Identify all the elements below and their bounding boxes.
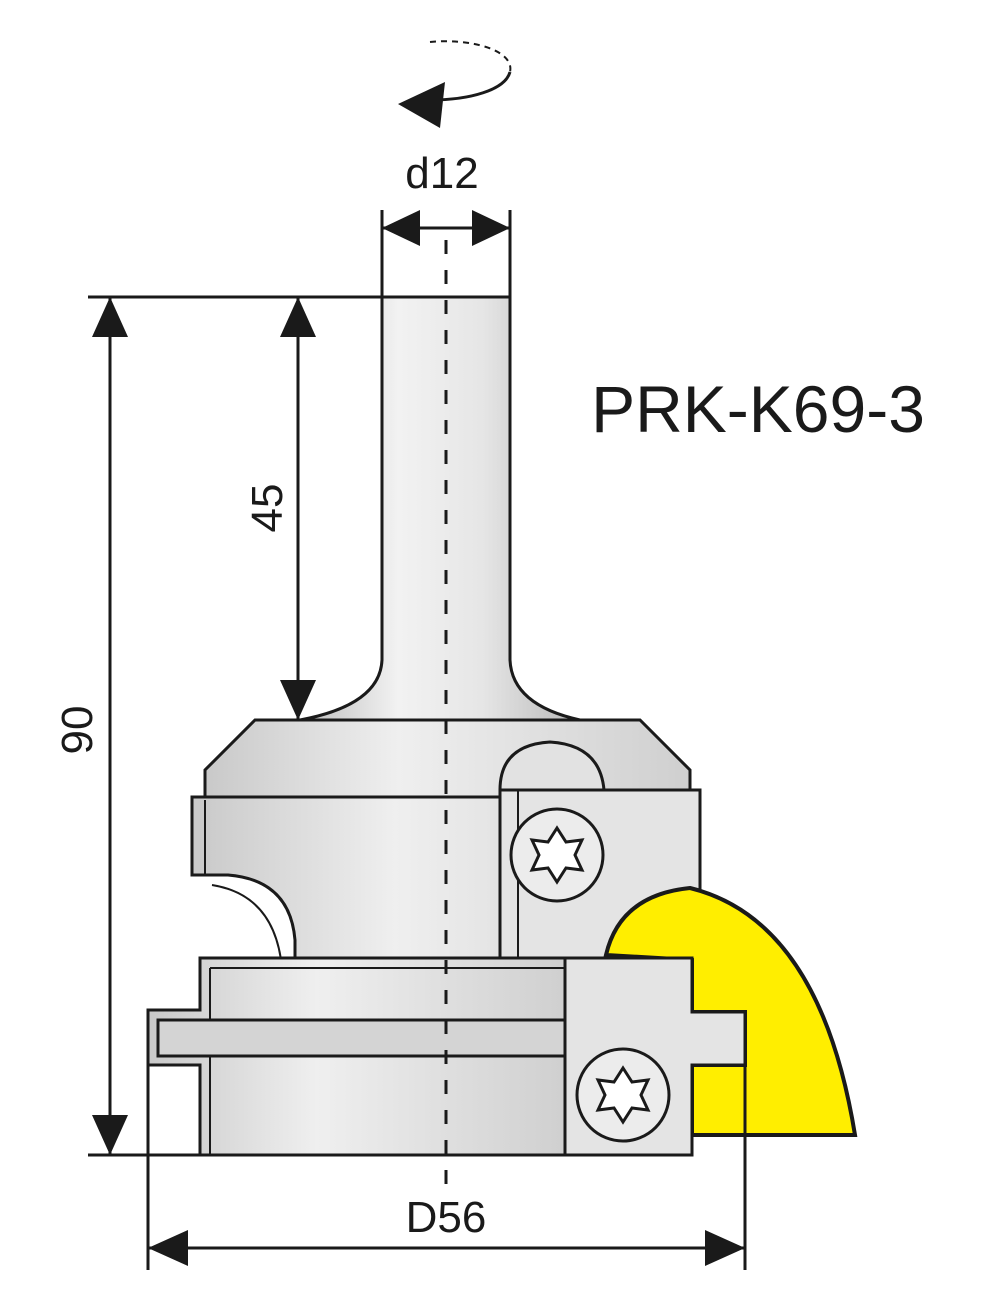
rotation-arrow-icon [398,40,512,128]
torx-screw-icon [575,1047,671,1143]
shank [299,295,581,722]
dimension-shank-diameter: d12 [380,149,512,297]
shank-diameter-label: d12 [405,149,478,198]
cutter-diameter-label: D56 [406,1193,487,1242]
total-length-label: 90 [53,706,102,755]
dimension-cutter-diameter: D56 [146,1065,747,1270]
shank-length-label: 45 [243,484,292,533]
lower-body [146,956,572,1157]
dimension-shank-length: 45 [243,297,316,720]
model-title: PRK-K69-3 [591,372,925,446]
dimension-total-length: 90 [53,295,382,1157]
torx-screw-icon [509,807,605,903]
